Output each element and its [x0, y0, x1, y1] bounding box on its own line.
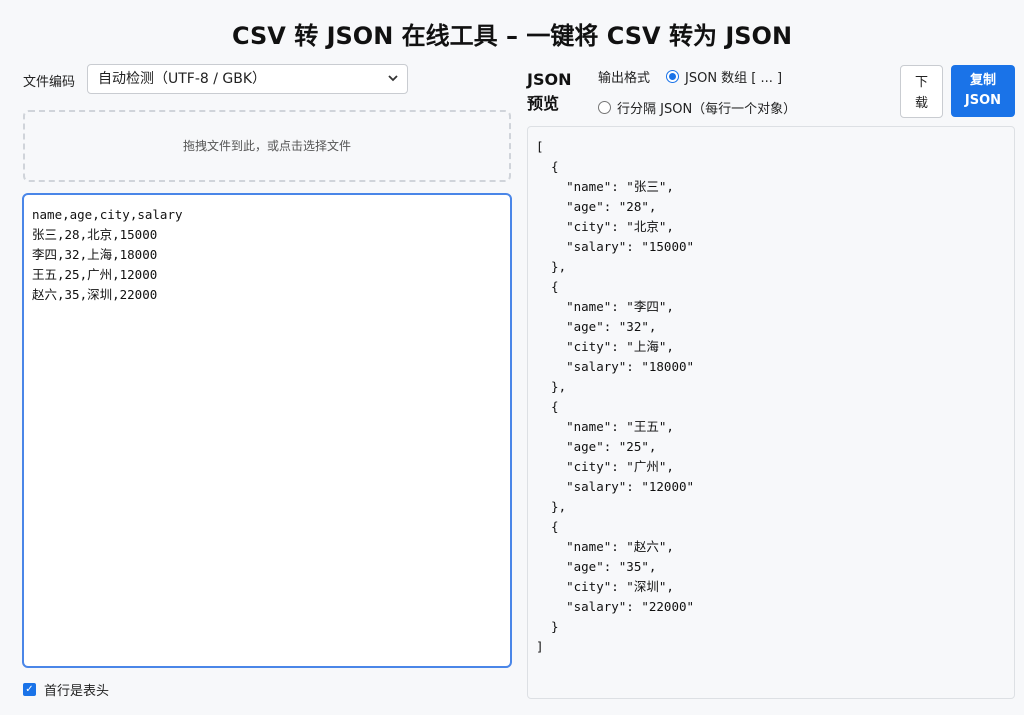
header-row-checkbox[interactable]: ✓ [23, 683, 36, 696]
header-row-label: 首行是表头 [44, 684, 110, 699]
copy-json-button[interactable]: 复制 JSON [951, 65, 1015, 117]
header-row-option[interactable]: ✓ 首行是表头 [23, 680, 109, 699]
encoding-selected-value: 自动检测（UTF-8 / GBK） [98, 71, 267, 87]
format-option-lines[interactable]: 行分隔 JSON（每行一个对象） [598, 98, 796, 117]
chevron-down-icon [387, 65, 399, 103]
csv-input[interactable]: name,age,city,salary 张三,28,北京,15000 李四,3… [22, 193, 512, 668]
format-lines-label: 行分隔 JSON（每行一个对象） [617, 102, 797, 117]
file-dropzone[interactable]: 拖拽文件到此，或点击选择文件 [23, 110, 511, 182]
download-button[interactable]: 下载 [900, 65, 943, 118]
json-preview: [ { "name": "张三", "age": "28", "city": "… [527, 126, 1015, 699]
format-array-radio[interactable] [666, 70, 679, 83]
output-format-label: 输出格式 [598, 71, 651, 86]
json-preview-title: JSON 预览 [527, 70, 572, 113]
format-array-label: JSON 数组 [ ... ] [685, 71, 783, 86]
format-lines-radio[interactable] [598, 101, 611, 114]
format-option-array[interactable]: JSON 数组 [ ... ] [666, 67, 782, 86]
encoding-select[interactable]: 自动检测（UTF-8 / GBK） [87, 64, 408, 94]
encoding-label: 文件编码 [23, 75, 76, 90]
dropzone-text: 拖拽文件到此，或点击选择文件 [182, 139, 351, 153]
page-title: CSV 转 JSON 在线工具 – 一键将 CSV 转为 JSON [231, 22, 793, 50]
